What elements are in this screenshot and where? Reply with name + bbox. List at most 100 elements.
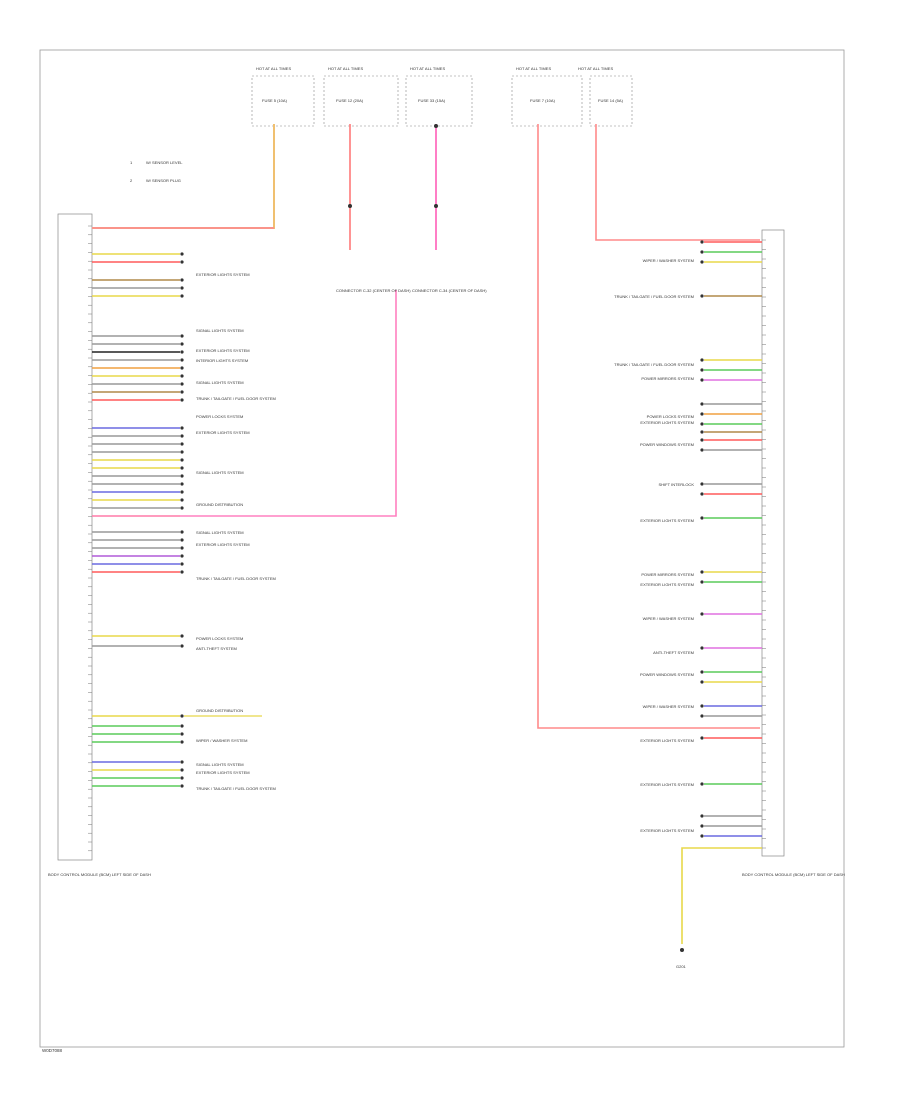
left-wire-terminal bbox=[180, 294, 184, 298]
right-wire-terminal bbox=[700, 714, 704, 718]
fuse-block-2 bbox=[323, 75, 399, 127]
left-system-label: EXTERIOR LIGHTS SYSTEM bbox=[196, 542, 250, 547]
feed-wire-5 bbox=[595, 124, 760, 241]
legend-num-1: 1 bbox=[130, 160, 133, 165]
right-wire-terminal bbox=[700, 680, 704, 684]
left-wire-terminal bbox=[180, 714, 184, 718]
right-wire-terminal bbox=[700, 834, 704, 838]
legend: 1 W/ SENSOR LEVEL 2 W/ SENSOR PLUG bbox=[130, 160, 183, 183]
left-wire-terminal bbox=[180, 358, 184, 362]
left-wire-terminal bbox=[180, 530, 184, 534]
right-wire-terminal bbox=[700, 294, 704, 298]
right-wire-terminal bbox=[700, 260, 704, 264]
right-module-label: BODY CONTROL MODULE (BCM) LEFT SIDE OF D… bbox=[742, 872, 845, 877]
right-bcm-connector bbox=[761, 229, 785, 857]
left-wire-terminal bbox=[180, 390, 184, 394]
right-system-label: TRUNK / TAILGATE / FUEL DOOR SYSTEM bbox=[614, 362, 694, 367]
left-system-label: SIGNAL LIGHTS SYSTEM bbox=[196, 470, 244, 475]
left-wire-terminal bbox=[180, 554, 184, 558]
left-wire-terminal bbox=[180, 260, 184, 264]
right-system-label: SHIFT INTERLOCK bbox=[659, 482, 695, 487]
fuse-block-4-label: HOT AT ALL TIMES bbox=[516, 66, 551, 71]
center-pink-wire bbox=[180, 290, 397, 517]
left-wire-terminal bbox=[180, 466, 184, 470]
right-wire-terminal bbox=[700, 430, 704, 434]
left-wire-terminal bbox=[180, 498, 184, 502]
right-system-label: EXTERIOR LIGHTS SYSTEM bbox=[640, 518, 694, 523]
left-wire-terminal bbox=[180, 426, 184, 430]
left-system-label: SIGNAL LIGHTS SYSTEM bbox=[196, 380, 244, 385]
fuse-block-2-label: HOT AT ALL TIMES bbox=[328, 66, 363, 71]
feed-wire-1 bbox=[92, 124, 275, 229]
fuse-block-1-label: HOT AT ALL TIMES bbox=[256, 66, 291, 71]
left-wire-terminal bbox=[180, 724, 184, 728]
ground-wire bbox=[681, 847, 762, 944]
right-wire-terminal bbox=[700, 438, 704, 442]
right-system-label: EXTERIOR LIGHTS SYSTEM bbox=[640, 782, 694, 787]
left-system-label: ANTI-THEFT SYSTEM bbox=[196, 646, 237, 651]
right-pin-lines bbox=[762, 239, 766, 849]
left-wire-terminal bbox=[180, 278, 184, 282]
left-system-label: SIGNAL LIGHTS SYSTEM bbox=[196, 530, 244, 535]
left-wire-terminal bbox=[180, 760, 184, 764]
fuse-block-3 bbox=[405, 75, 473, 127]
right-wire-terminal bbox=[700, 448, 704, 452]
left-system-label: INTERIOR LIGHTS SYSTEM bbox=[196, 358, 248, 363]
right-wire-terminal bbox=[700, 358, 704, 362]
fuse-blocks: HOT AT ALL TIMES HOT AT ALL TIMES HOT AT… bbox=[251, 66, 633, 127]
left-wire-terminal bbox=[180, 374, 184, 378]
right-wire-terminal bbox=[700, 412, 704, 416]
fuse-block-5-sub: FUSE 14 (5A) bbox=[598, 98, 624, 103]
left-system-label: POWER LOCKS SYSTEM bbox=[196, 636, 243, 641]
right-wire-terminal bbox=[700, 782, 704, 786]
fuse-block-5 bbox=[589, 75, 633, 127]
feed-wire-4 bbox=[537, 124, 760, 729]
fuse-block-1-sub: FUSE 5 (10A) bbox=[262, 98, 288, 103]
fuse-block-3-label: HOT AT ALL TIMES bbox=[410, 66, 445, 71]
right-system-label: EXTERIOR LIGHTS SYSTEM bbox=[640, 828, 694, 833]
left-wire-terminal bbox=[180, 434, 184, 438]
right-system-label: TRUNK / TAILGATE / FUEL DOOR SYSTEM bbox=[614, 294, 694, 299]
right-system-label: ANTI-THEFT SYSTEM bbox=[653, 650, 694, 655]
right-system-label: WIPER / WASHER SYSTEM bbox=[643, 258, 694, 263]
right-system-label: WIPER / WASHER SYSTEM bbox=[643, 616, 694, 621]
right-wire-terminal bbox=[700, 646, 704, 650]
right-wire-terminal bbox=[700, 240, 704, 244]
right-wire-terminal bbox=[700, 704, 704, 708]
right-wire-terminal bbox=[700, 516, 704, 520]
left-wire-terminal bbox=[180, 490, 184, 494]
left-wire-terminal bbox=[180, 474, 184, 478]
left-wire-terminal bbox=[180, 252, 184, 256]
left-wire-terminal bbox=[180, 398, 184, 402]
left-system-label: EXTERIOR LIGHTS SYSTEM bbox=[196, 348, 250, 353]
left-bcm-connector bbox=[57, 213, 93, 861]
left-wire-terminal bbox=[180, 442, 184, 446]
center-label-1: CONNECTOR C-32 (CENTER OF DASH) bbox=[336, 288, 411, 293]
left-wire-stubs bbox=[92, 252, 262, 788]
left-wire-terminal bbox=[180, 570, 184, 574]
left-system-label: SIGNAL LIGHTS SYSTEM bbox=[196, 328, 244, 333]
left-pin-lines bbox=[88, 225, 92, 852]
left-wire-terminal bbox=[180, 342, 184, 346]
left-wire-terminal bbox=[180, 546, 184, 550]
legend-text-2: W/ SENSOR PLUG bbox=[146, 178, 181, 183]
right-wire-terminal bbox=[700, 570, 704, 574]
right-system-label: POWER WINDOWS SYSTEM bbox=[640, 442, 694, 447]
left-system-label: EXTERIOR LIGHTS SYSTEM bbox=[196, 430, 250, 435]
left-system-label: POWER LOCKS SYSTEM bbox=[196, 414, 243, 419]
right-wire-terminal bbox=[700, 492, 704, 496]
legend-num-2: 2 bbox=[130, 178, 133, 183]
right-wire-terminal bbox=[700, 422, 704, 426]
left-wire-terminal bbox=[180, 740, 184, 744]
right-wire-terminal bbox=[700, 378, 704, 382]
left-system-label: TRUNK / TAILGATE / FUEL DOOR SYSTEM bbox=[196, 396, 276, 401]
footer-code: W0D7088 bbox=[42, 1048, 63, 1053]
left-wire-terminal bbox=[180, 562, 184, 566]
left-wire-terminal bbox=[180, 350, 184, 354]
right-wire-terminal bbox=[700, 612, 704, 616]
left-system-label: TRUNK / TAILGATE / FUEL DOOR SYSTEM bbox=[196, 786, 276, 791]
fuse-block-3-sub: FUSE 33 (15A) bbox=[418, 98, 446, 103]
left-wire-terminal bbox=[180, 334, 184, 338]
splice-2 bbox=[434, 204, 438, 208]
left-system-label: GROUND DISTRIBUTION bbox=[196, 708, 243, 713]
